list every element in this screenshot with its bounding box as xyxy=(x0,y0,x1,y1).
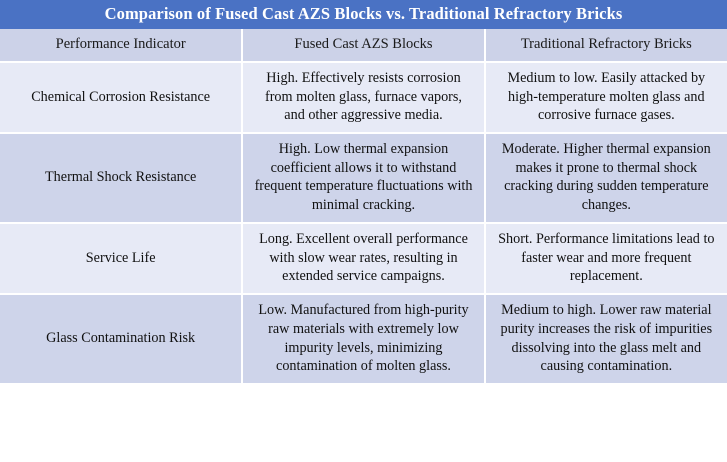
cell-azs: High. Low thermal expansion coefficient … xyxy=(242,133,486,224)
table-row: Chemical Corrosion Resistance High. Effe… xyxy=(0,61,727,135)
cell-azs: Long. Excellent overall performance with… xyxy=(242,222,486,296)
table-body: Comparison of Fused Cast AZS Blocks vs. … xyxy=(0,0,727,384)
cell-brick: Medium to high. Lower raw material purit… xyxy=(484,294,727,384)
cell-azs: High. Effectively resists corrosion from… xyxy=(242,61,486,135)
cell-azs: Low. Manufactured from high-purity raw m… xyxy=(242,294,486,384)
table-row: Service Life Long. Excellent overall per… xyxy=(0,222,727,296)
table-title-row: Comparison of Fused Cast AZS Blocks vs. … xyxy=(0,0,727,30)
table-row: Glass Contamination Risk Low. Manufactur… xyxy=(0,294,727,384)
cell-indicator: Thermal Shock Resistance xyxy=(0,133,244,224)
table-title: Comparison of Fused Cast AZS Blocks vs. … xyxy=(0,0,727,30)
cell-indicator: Chemical Corrosion Resistance xyxy=(0,61,244,135)
cell-brick: Medium to low. Easily attacked by high-t… xyxy=(484,61,727,135)
column-header-performance-indicator: Performance Indicator xyxy=(0,29,244,63)
table-row: Thermal Shock Resistance High. Low therm… xyxy=(0,133,727,224)
cell-brick: Moderate. Higher thermal expansion makes… xyxy=(484,133,727,224)
cell-brick: Short. Performance limitations lead to f… xyxy=(484,222,727,296)
column-header-fused-cast-azs-blocks: Fused Cast AZS Blocks xyxy=(242,29,486,63)
comparison-table: Comparison of Fused Cast AZS Blocks vs. … xyxy=(0,0,727,384)
column-header-traditional-refractory-bricks: Traditional Refractory Bricks xyxy=(484,29,727,63)
cell-indicator: Glass Contamination Risk xyxy=(0,294,244,384)
cell-indicator: Service Life xyxy=(0,222,244,296)
table-header-row: Performance Indicator Fused Cast AZS Blo… xyxy=(0,29,727,63)
